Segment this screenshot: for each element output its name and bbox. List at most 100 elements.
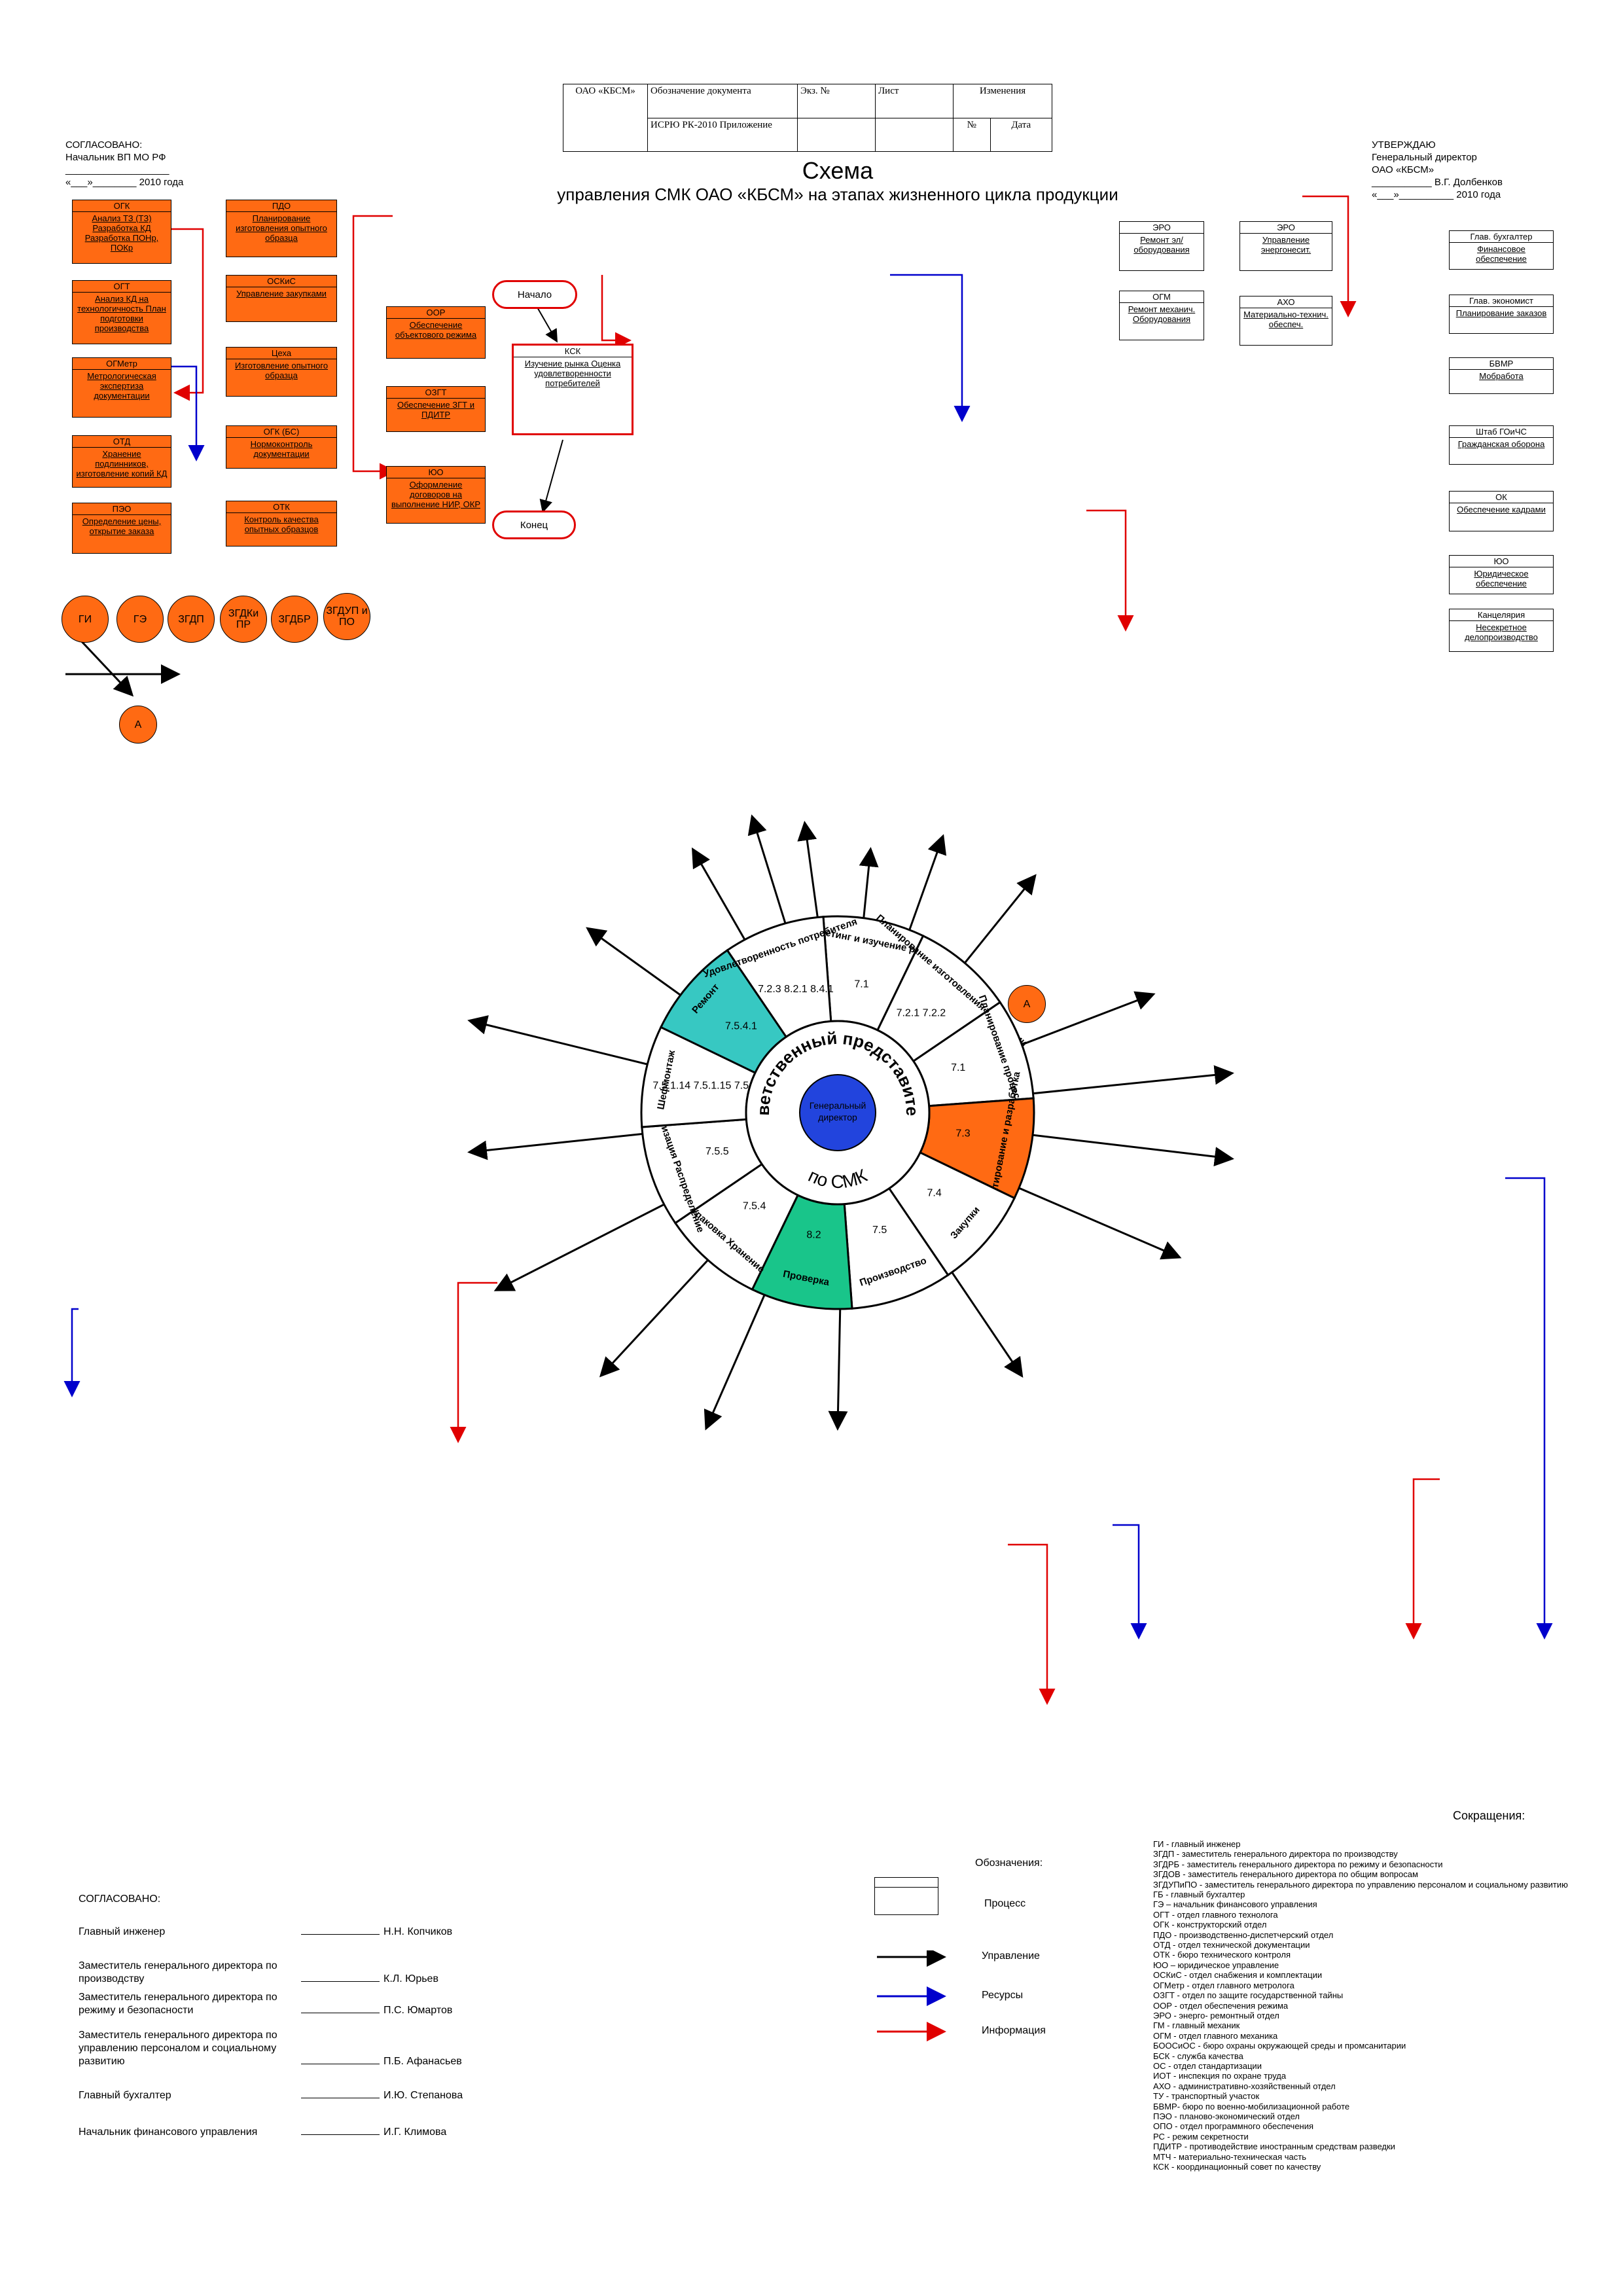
box-body: Анализ ТЗ (ТЗ) Разработка КД Разработка … [84,213,159,253]
box-body: Финансовое обеспечение [1476,244,1527,264]
agreed-role: Заместитель генерального директора по пр… [79,1960,277,1984]
box-body: Обеспечение кадрами [1457,505,1546,514]
abbr-item: РС - режим секретности [1153,2131,1249,2142]
box-body: Нормоконтроль документации [250,439,313,459]
box-body: Юридическое обеспечение [1474,569,1529,588]
legend-control: Управление [982,1950,1040,1962]
box-head: ОГТ [73,281,171,293]
wheel-sector-code: 7.1 [854,979,868,990]
box-head: Цеха [226,348,336,359]
box-head: БВМР [1450,358,1553,370]
header-num-label: № [953,117,991,152]
legend-arrows [877,1950,946,2041]
a-circle-center: А [1008,985,1046,1023]
box-head: ЮО [1450,556,1553,567]
agreed-role: Заместитель генерального директора по ре… [79,1992,277,2016]
approve-org: ОАО «КБСМ» [1372,164,1435,175]
start-oval: Начало [492,280,577,309]
abbr-item: ОСКиС - отдел снабжения и комплектации [1153,1970,1323,1981]
box-head: ОК [1450,492,1553,503]
box-head: ОТК [226,501,336,513]
agreed-top-title: СОГЛАСОВАНО: [65,139,143,151]
abbr-item: ПДО - производственно-диспетчерский отде… [1153,1929,1334,1940]
box-head: ОГМ [1120,291,1204,303]
abbr-item: ТУ - транспортный участок [1153,2091,1260,2102]
wheel-sector-code: 8.2 [806,1230,821,1241]
box-body: Материально-технич. обеспеч. [1243,310,1329,329]
box-body: Управление энергонесит. [1260,235,1311,255]
abbr-item: ГЭ – начальник финансового управления [1153,1899,1317,1910]
box-body: Изготовление опытного образца [234,361,329,380]
box-head: ПЭО [73,503,171,515]
box-body: Обеспечение объектового режима [395,320,477,340]
agreed-name: П.Б. Афанасьев [383,2056,462,2067]
legend-resources: Ресурсы [982,1990,1024,2001]
page-title: Схема управления СМК ОАО «КБСМ» на этапа… [524,157,1152,205]
box-head: ОЗГТ [387,387,485,399]
wheel-sector-code: 7.5.4.1 [725,1021,757,1032]
ksk-box: КСК Изучение рынка Оценка удовлетворенно… [512,344,633,435]
wheel-sector-code: 7.2.3 8.2.1 8.4.1 [758,984,834,995]
box-body: Мобработа [1479,371,1524,381]
pr-circle-5: ЗГДУП и ПО [323,593,370,640]
box-head: ЮО [387,467,485,478]
a-circle-left: А [119,706,157,744]
signature-line [301,1934,380,1935]
box-body: Определение цены, открытие заказа [82,516,162,536]
box-head: ОСКиС [226,276,336,287]
agreed-top-line: ___________________ [65,164,169,175]
abbr-item: ОГТ - отдел главного технолога [1153,1909,1278,1920]
pr-circle-4: ЗГДБР [271,596,318,643]
legend-process-box [874,1877,938,1915]
legend-info: Информация [982,2025,1046,2036]
abbr-item: МТЧ - материально-техническая часть [1153,2151,1307,2162]
box-body: Хранение подлинников, изготовление копий… [76,449,168,478]
abbr-item: ГМ - главный механик [1153,2020,1240,2031]
box-body: Оформление договоров на выполнение НИР, … [391,480,481,509]
box-head: Штаб ГОиЧС [1450,426,1553,438]
wheel-sector-code: 7.5 [872,1225,887,1236]
right-box-8: ОК Обеспечение кадрами [1449,491,1554,531]
agreed-name: И.Ю. Степанова [383,2090,463,2101]
approve-signature: ___________ В.Г. Долбенков [1372,177,1503,188]
box-head: Глав. бухгалтер [1450,231,1553,243]
agreed-top-role: Начальник ВП МО РФ [65,152,166,163]
box-head: ПДО [226,200,336,212]
legend-process: Процесс [984,1898,1026,1909]
wheel-sector-code: 7.2.1 7.2.2 [897,1007,946,1018]
header-doc-label: Обозначение документа [647,84,798,118]
title-line2: управления СМК ОАО «КБСМ» на этапах жизн… [557,185,1118,204]
header-doc-code: ИСРЮ РК-2010 Приложение [647,117,798,152]
abbr-item: ООР - отдел обеспечения режима [1153,2000,1289,2011]
agreed-role: Заместитель генерального директора по уп… [79,2030,277,2067]
approve-role: Генеральный директор [1372,152,1477,163]
box-head: ОГК (БС) [226,426,336,438]
box-body: Метрологическая экспертиза документации [87,371,156,401]
signature-line [301,2134,380,2135]
abbr-item: ЗГДРБ - заместитель генерального директо… [1153,1859,1443,1869]
abbr-item: ГИ - главный инженер [1153,1839,1241,1849]
abbr-item: КСК - координационный совет по качеству [1153,2162,1321,2172]
approve-date: «___»__________ 2010 года [1372,189,1501,200]
abbr-item: ЗГДУПиПО - заместитель генерального дире… [1153,1879,1568,1890]
agreed-row: Заместитель генерального директора по уп… [79,2029,497,2068]
agreed-name: Н.Н. Копчиков [383,1926,453,1937]
box-head: Канцелярия [1450,609,1553,621]
abbr-item: ОПО - отдел программного обеспечения [1153,2121,1314,2132]
signature-line [301,1981,380,1982]
abbr-item: ОГМетр - отдел главного метролога [1153,1980,1294,1990]
wheel-sector-code: 7.1 [951,1062,965,1073]
agreed-role: Главный бухгалтер [79,2090,171,2101]
